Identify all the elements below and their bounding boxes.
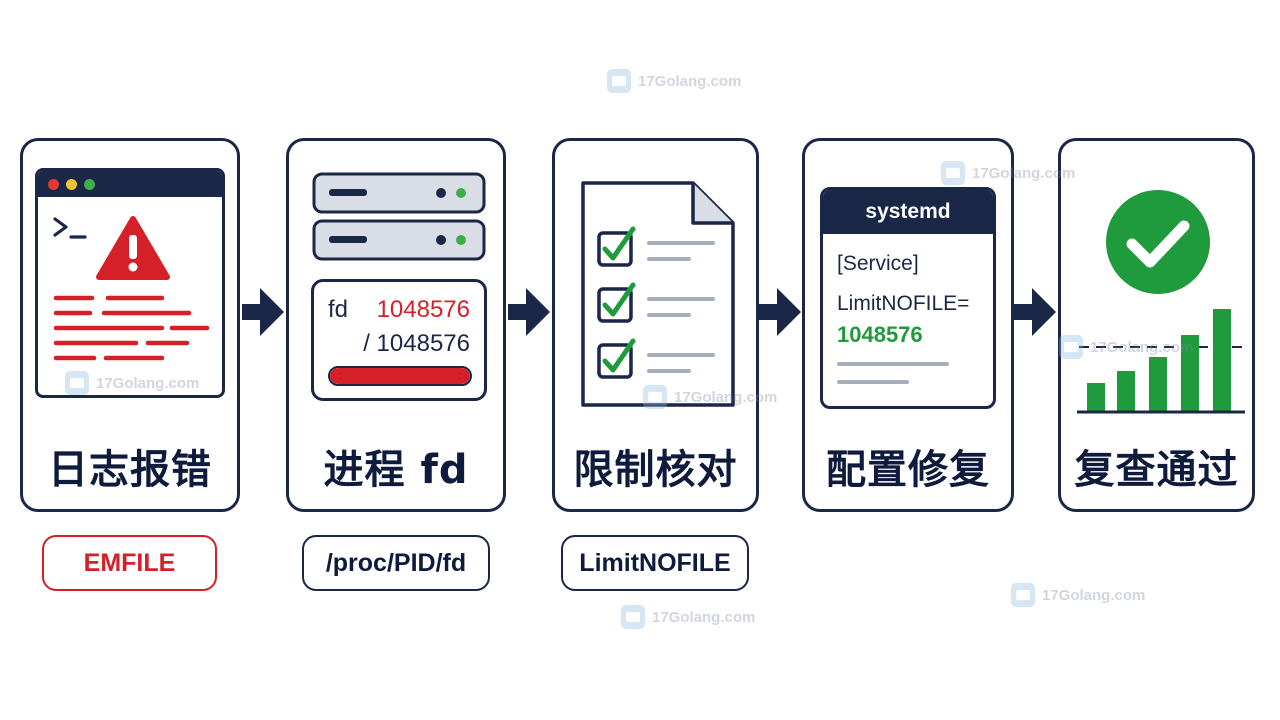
watermark-logo-icon bbox=[621, 605, 645, 629]
tag-proc-pid-fd: /proc/PID/fd bbox=[302, 535, 490, 591]
step-title: 进程 fd bbox=[323, 447, 469, 493]
step-title: 限制核对 bbox=[573, 447, 738, 493]
prompt-icon bbox=[53, 217, 87, 239]
watermark: 17Golang.com bbox=[620, 604, 755, 630]
watermark: 17Golang.com bbox=[1010, 582, 1145, 608]
config-header: systemd bbox=[823, 190, 993, 234]
config-key: LimitNOFILE= bbox=[837, 292, 970, 315]
terminal-titlebar bbox=[38, 171, 222, 197]
flow-arrow-icon bbox=[508, 288, 550, 336]
config-section: [Service] bbox=[837, 252, 919, 275]
watermark-logo-icon bbox=[607, 69, 631, 93]
error-log-lines bbox=[53, 295, 210, 361]
document-checklist-icon bbox=[581, 181, 735, 407]
config-value: 1048576 bbox=[837, 322, 923, 347]
fd-used-value: 1048576 bbox=[376, 296, 470, 323]
step-title: 配置修复 bbox=[826, 447, 990, 493]
step-card-process-fd: fd 1048576 / 1048576 进程 fd bbox=[286, 138, 506, 512]
server-icon bbox=[312, 172, 486, 261]
terminal-window bbox=[35, 168, 225, 398]
step-title: 日志报错 bbox=[48, 447, 212, 493]
flow-arrow-icon bbox=[1014, 288, 1056, 336]
fd-usage-bar bbox=[328, 366, 472, 386]
flow-arrow-icon bbox=[759, 288, 801, 336]
warning-triangle-icon bbox=[96, 216, 170, 280]
fd-usage-bar-fill bbox=[330, 368, 470, 384]
step-card-config-fix: systemd [Service] LimitNOFILE= 1048576 配… bbox=[802, 138, 1014, 512]
step-title: 复查通过 bbox=[1074, 447, 1239, 493]
window-close-dot-icon bbox=[48, 179, 59, 190]
fd-limit-value: / 1048576 bbox=[363, 330, 470, 357]
fd-label: fd bbox=[328, 296, 349, 323]
step-card-recheck-pass: 复查通过 bbox=[1058, 138, 1255, 512]
check-circle-icon bbox=[1106, 190, 1210, 294]
watermark: 17Golang.com bbox=[606, 68, 741, 94]
checkbox-checked-icon bbox=[597, 226, 636, 267]
tag-emfile: EMFILE bbox=[42, 535, 217, 591]
tag-limitnofile: LimitNOFILE bbox=[561, 535, 749, 591]
watermark-logo-icon bbox=[1011, 583, 1035, 607]
window-minimize-dot-icon bbox=[66, 179, 77, 190]
checkbox-checked-icon bbox=[597, 338, 636, 379]
config-placeholder-line bbox=[837, 362, 949, 366]
systemd-config-panel: systemd [Service] LimitNOFILE= 1048576 bbox=[820, 187, 996, 409]
checkbox-checked-icon bbox=[597, 282, 636, 323]
window-maximize-dot-icon bbox=[84, 179, 95, 190]
flow-arrow-icon bbox=[242, 288, 284, 336]
config-placeholder-line bbox=[837, 380, 909, 384]
fd-usage-panel: fd 1048576 / 1048576 bbox=[311, 279, 487, 401]
bar-chart-icon bbox=[1077, 309, 1245, 414]
step-card-log-error: 日志报错 bbox=[20, 138, 240, 512]
step-card-limit-check: 限制核对 bbox=[552, 138, 759, 512]
